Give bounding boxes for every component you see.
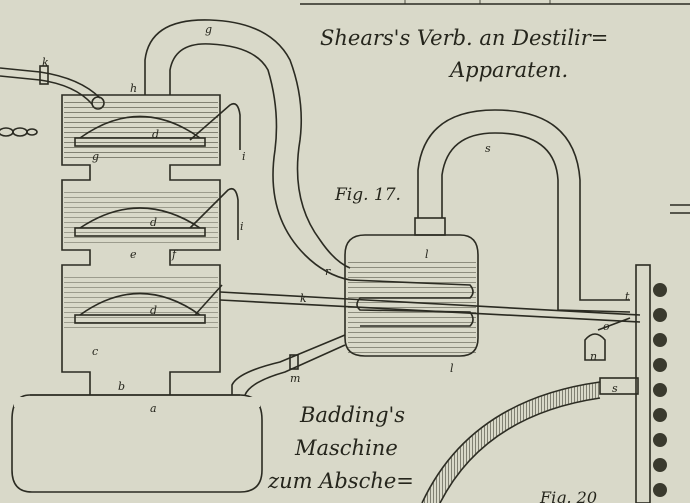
fig20-curved-tube	[421, 377, 639, 503]
label-i-top: i	[242, 150, 246, 163]
plate-title-line2: Apparaten.	[448, 58, 568, 82]
fig20-label: Fig. 20	[539, 488, 597, 503]
label-k-tube: k	[300, 292, 307, 305]
label-n: n	[590, 350, 597, 363]
caption-line2: Maschine	[294, 436, 398, 460]
plate-frame-top	[300, 0, 690, 5]
label-s-low: s	[612, 382, 618, 395]
right-wall	[635, 204, 690, 503]
pipe-m	[231, 334, 346, 396]
tube-k	[219, 291, 641, 323]
letter-labels: g k h i i d d d g e f c b a l l r s k m …	[42, 23, 630, 415]
label-r: r	[325, 265, 331, 278]
label-m: m	[290, 372, 300, 385]
label-s: s	[485, 142, 491, 155]
distillation-column	[61, 94, 241, 395]
label-g-top: g	[205, 23, 212, 36]
tap-n	[584, 317, 631, 361]
label-b: b	[118, 380, 125, 393]
condenser-vessel	[344, 217, 479, 357]
label-t: t	[625, 290, 630, 303]
label-l-bot: l	[450, 362, 454, 375]
label-l-top: l	[425, 248, 429, 261]
label-f: f	[171, 248, 178, 261]
plate-title-line1: Shears's Verb. an Destilir=	[320, 26, 608, 50]
label-k-left: k	[42, 56, 49, 69]
label-a: a	[150, 402, 157, 415]
caption-line3: zum Absche=	[267, 469, 414, 493]
label-e: e	[130, 248, 137, 261]
boiler-vessel	[11, 394, 263, 493]
fig17-label: Fig. 17.	[334, 185, 401, 205]
label-c: c	[92, 345, 98, 358]
label-d3: d	[150, 304, 157, 317]
label-i-mid: i	[240, 220, 244, 233]
label-d2: d	[150, 216, 157, 229]
label-d1: d	[152, 128, 159, 141]
arch-pipe-s	[417, 109, 631, 313]
label-o: o	[603, 320, 610, 333]
label-h: h	[130, 82, 137, 95]
caption-line1: Badding's	[299, 403, 405, 427]
label-g-low: g	[92, 150, 99, 163]
chain-fragment	[0, 127, 38, 137]
vapour-pipe-g	[144, 19, 351, 281]
